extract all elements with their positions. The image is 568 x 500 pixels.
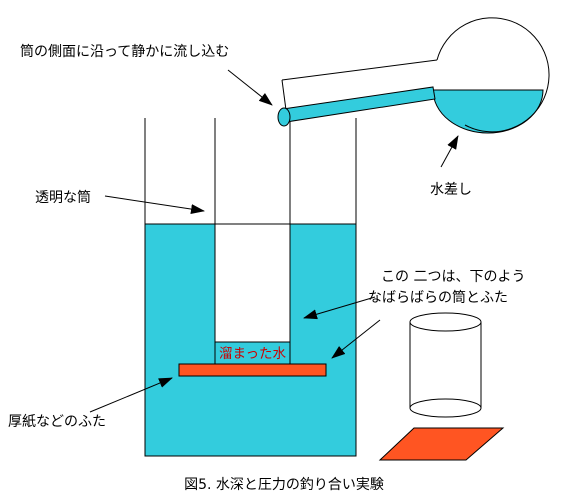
label-water-dispenser: 水差し: [430, 182, 472, 198]
label-thick-paper-lid: 厚紙などのふた: [8, 414, 106, 430]
lid: [178, 363, 327, 377]
flask-outline: [436, 17, 550, 133]
separate-tube-top: [409, 312, 482, 332]
separate-tube: [409, 312, 482, 418]
label-pooled-water: 溜まった水: [219, 346, 286, 362]
spout-tip: [277, 107, 291, 127]
label-these-two-line2: なばらばらの筒とふた: [368, 289, 508, 306]
label-pour-instruction: 筒の側面に沿って静かに流し込む: [20, 43, 229, 60]
arrow-water-dispenser: [440, 135, 459, 168]
tube-interior-air: [215, 118, 290, 342]
arrow-pour: [227, 69, 273, 106]
separate-lid: [378, 427, 505, 461]
outer-container: [144, 118, 357, 457]
label-transparent-tube: 透明な筒: [35, 189, 91, 206]
arrow-to-lid: [331, 319, 381, 359]
flask-neck-top: [281, 59, 438, 81]
water-dispenser: [277, 17, 550, 134]
spout-stream: [282, 86, 436, 123]
separate-tube-bottom: [409, 398, 482, 418]
figure-caption: 図5. 水深と圧力の釣り合い実験: [184, 477, 384, 493]
flask-neck-left: [281, 79, 287, 111]
flask-water: [432, 89, 544, 134]
arrow-transparent-tube: [104, 195, 205, 214]
label-these-two-line1: この 二つは、下のよう: [381, 269, 525, 285]
arrow-thick-paper-lid: [89, 377, 173, 413]
arrow-to-tube: [303, 296, 376, 320]
